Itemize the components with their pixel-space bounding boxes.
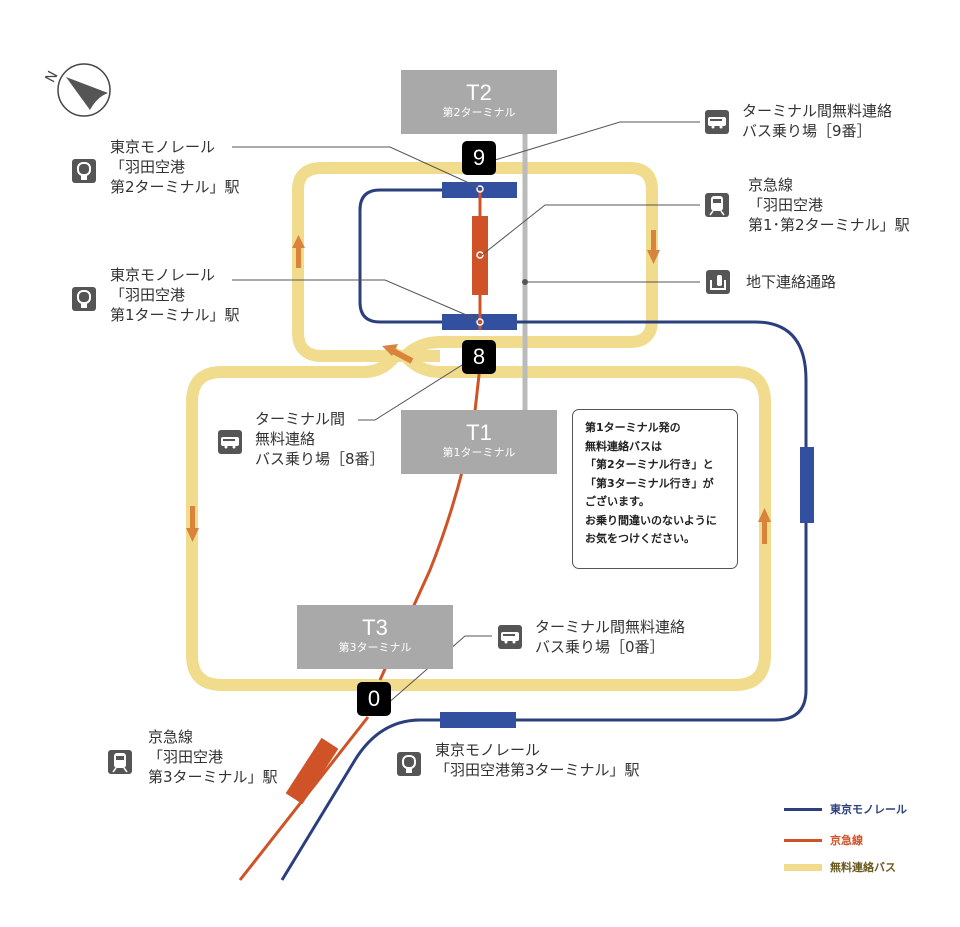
bus-icon	[218, 430, 242, 454]
terminal-t3: T3 第3ターミナル	[297, 605, 453, 669]
bus-9-label: ターミナル間無料連絡 バス乗り場［9番］	[742, 101, 892, 141]
terminal-code: T2	[466, 80, 492, 105]
notice-line: 第1ターミナル発の	[585, 421, 681, 434]
train-icon	[108, 750, 132, 774]
legend-swatch	[784, 864, 822, 871]
label-line: バス乗り場［9番］	[742, 122, 872, 140]
label-line: ターミナル間無料連絡	[742, 102, 893, 120]
bus-stop-0: 0	[357, 682, 391, 716]
label-line: 東京モノレール	[110, 266, 216, 284]
label-line: 第1･第2ターミナル」駅	[748, 216, 910, 234]
label-line: 「羽田空港	[110, 286, 186, 304]
label-line: 京急線	[148, 728, 194, 746]
monorail-line-loop	[358, 188, 448, 324]
label-line: 東京モノレール	[435, 741, 541, 759]
bus-icon	[498, 625, 522, 649]
bus-0-label: ターミナル間無料連絡 バス乗り場［0番］	[535, 617, 685, 657]
bus-direction-arrows	[186, 230, 771, 544]
monorail-t1-label: 東京モノレール 「羽田空港 第1ターミナル」駅	[110, 265, 240, 325]
notice-line: ございます。	[585, 495, 650, 508]
train-icon	[705, 193, 729, 217]
notice-line: 「第2ターミナル行き」と	[585, 458, 714, 471]
label-line: 「羽田空港	[748, 196, 824, 214]
terminal-name: 第1ターミナル	[442, 446, 516, 459]
legend-swatch	[784, 808, 822, 811]
label-line: 「羽田空港	[148, 748, 224, 766]
label-line: 無料連絡	[255, 430, 316, 448]
label-line: 京急線	[748, 176, 794, 194]
terminal-name: 第3ターミナル	[338, 641, 412, 654]
legend-swatch	[784, 839, 822, 842]
keikyu-t3-label: 京急線 「羽田空港 第3ターミナル」駅	[148, 727, 278, 787]
terminal-t2: T2 第2ターミナル	[401, 70, 557, 134]
underground-label: 地下連絡通路	[746, 272, 836, 292]
monorail-icon	[72, 159, 96, 183]
label-line: 第3ターミナル」駅	[148, 768, 278, 786]
monorail-line-main	[280, 320, 808, 881]
notice-line: 無料連絡バスは	[585, 439, 662, 453]
keikyu-t12-label: 京急線 「羽田空港 第1･第2ターミナル」駅	[748, 175, 910, 235]
monorail-station-t3	[440, 712, 516, 728]
label-line: 東京モノレール	[110, 138, 216, 156]
bus-stop-8: 8	[462, 340, 496, 374]
monorail-t3-label: 東京モノレール 「羽田空港第3ターミナル」駅	[435, 740, 640, 780]
notice-line: 「第3ターミナル行き」が	[585, 476, 714, 490]
monorail-t2-label: 東京モノレール 「羽田空港 第2ターミナル」駅	[110, 137, 240, 197]
bus-route-lower-loop	[186, 346, 771, 691]
monorail-t2-point	[476, 185, 484, 193]
legend-label: 東京モノレール	[830, 803, 907, 816]
bus-8-label: ターミナル間 無料連絡 バス乗り場［8番］	[255, 409, 385, 469]
legend-label: 京急線	[830, 834, 863, 847]
label-line: 「羽田空港第3ターミナル」駅	[435, 761, 640, 779]
keikyu-station-t12	[472, 216, 488, 295]
monorail-station-mid	[800, 447, 814, 523]
keikyu-station-t3	[285, 737, 339, 805]
label-line: 第2ターミナル」駅	[110, 178, 240, 196]
label-line: 「羽田空港	[110, 158, 186, 176]
label-line: ターミナル間無料連絡	[535, 618, 686, 636]
monorail-icon	[72, 287, 96, 311]
monorail-t1-point	[476, 318, 484, 326]
keikyu-t12-point	[476, 251, 484, 259]
leader-lines	[232, 121, 700, 706]
terminal-name: 第2ターミナル	[442, 106, 516, 119]
notice-box: 第1ターミナル発の 無料連絡バスは 「第2ターミナル行き」と 「第3ターミナル行…	[572, 409, 738, 569]
compass-north-icon: N	[43, 63, 111, 117]
bus-route-upper-loop	[292, 162, 658, 362]
underground-passage-icon	[706, 270, 730, 294]
notice-line: お乗り間違いのないように	[585, 513, 717, 527]
label-line: 第1ターミナル」駅	[110, 306, 240, 324]
label-line: ターミナル間	[255, 410, 346, 428]
label-line: 地下連絡通路	[746, 273, 837, 291]
terminal-code: T1	[466, 420, 492, 445]
label-line: バス乗り場［8番］	[255, 450, 385, 468]
bus-icon	[705, 110, 729, 134]
underground-passage-point	[522, 279, 528, 285]
legend-label: 無料連絡バス	[830, 861, 896, 874]
bus-stop-9: 9	[462, 141, 496, 175]
terminal-t1: T1 第1ターミナル	[401, 410, 557, 474]
notice-line: お気をつけください。	[585, 532, 695, 545]
monorail-icon	[397, 752, 421, 776]
terminal-code: T3	[362, 615, 388, 640]
label-line: バス乗り場［0番］	[535, 638, 665, 656]
